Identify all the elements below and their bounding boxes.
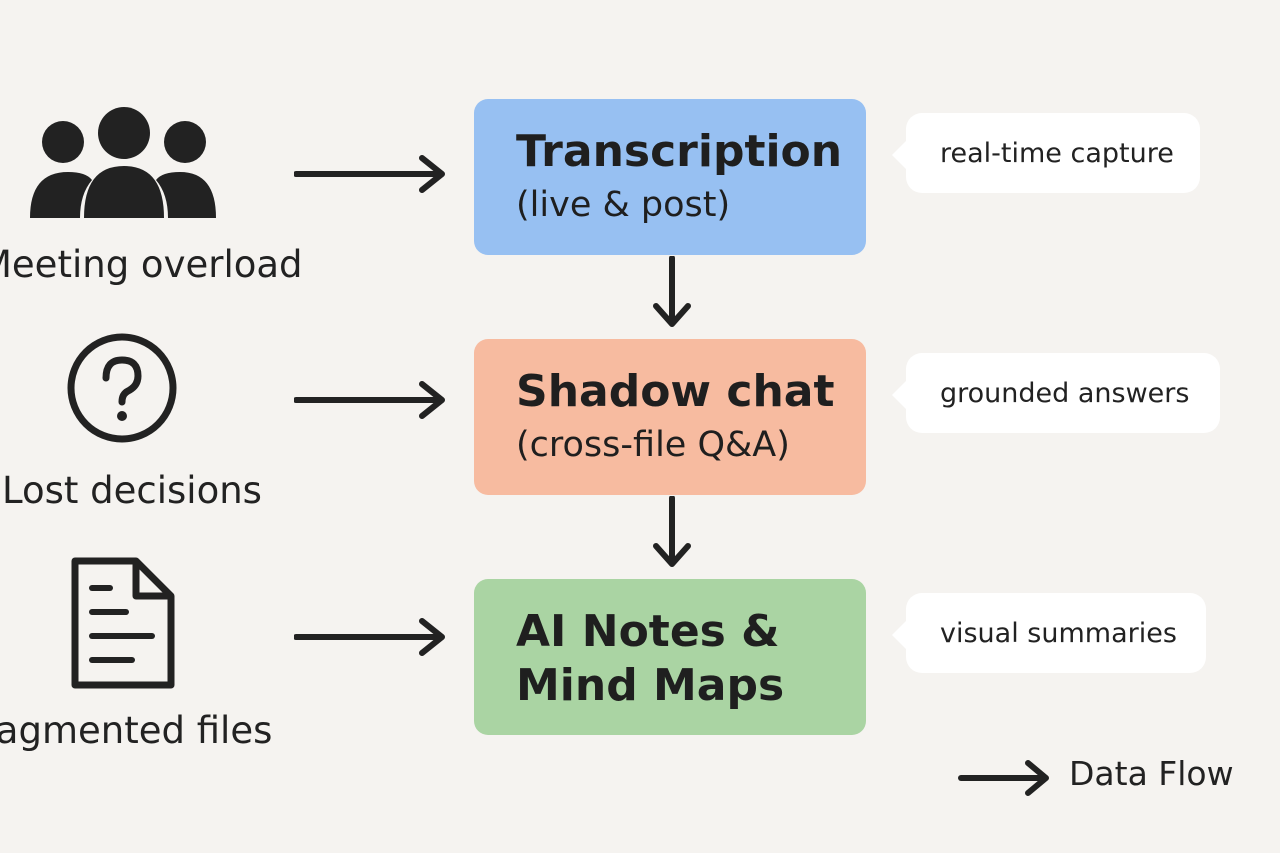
problem-label-meeting-overload: Meeting overload	[0, 243, 303, 286]
stage-title: AI Notes &	[516, 606, 780, 657]
stage-subtitle: (cross-file Q&A)	[516, 425, 790, 465]
arrow-right-icon	[293, 617, 450, 661]
people-group-icon	[28, 106, 218, 220]
arrow-right-icon	[293, 380, 450, 424]
arrow-down-icon	[652, 255, 692, 332]
stage-title: Transcription	[516, 126, 843, 177]
stage-transcription: Transcription (live & post)	[474, 99, 866, 255]
callout-visual-summaries: visual summaries	[892, 593, 1206, 673]
stage-title: Shadow chat	[516, 366, 835, 417]
stage-subtitle: (live & post)	[516, 185, 731, 225]
callout-grounded-answers: grounded answers	[892, 353, 1220, 433]
arrow-right-icon	[293, 154, 450, 198]
legend-label: Data Flow	[1069, 754, 1234, 793]
stage-title-line2: Mind Maps	[516, 660, 785, 711]
question-circle-icon	[66, 332, 178, 444]
callout-real-time-capture: real-time capture	[892, 113, 1200, 193]
legend-arrow-icon	[958, 758, 1052, 802]
stage-shadow-chat: Shadow chat (cross-file Q&A)	[474, 339, 866, 495]
stage-ai-notes: AI Notes & Mind Maps	[474, 579, 866, 735]
problem-label-lost-decisions: Lost decisions	[2, 469, 262, 512]
document-icon	[70, 556, 176, 690]
problem-label-fragmented-files: Fragmented files	[0, 709, 273, 752]
arrow-down-icon	[652, 495, 692, 572]
